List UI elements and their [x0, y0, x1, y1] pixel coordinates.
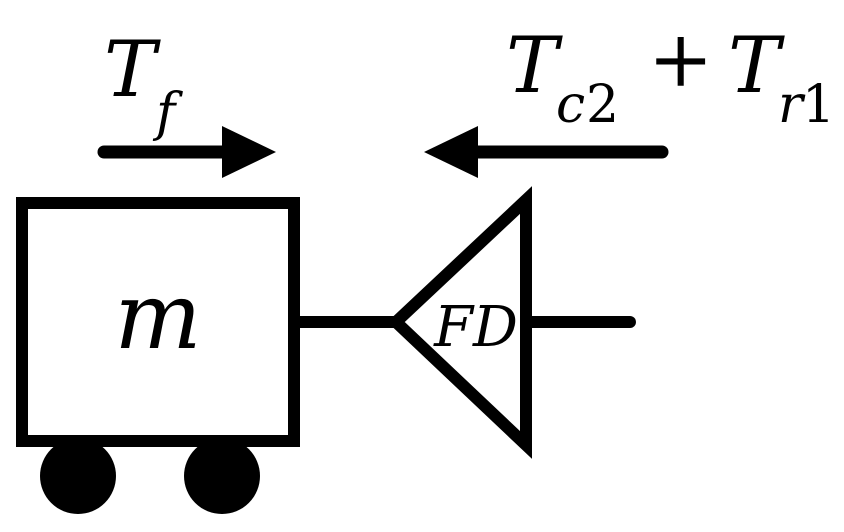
- label-tf: T f: [104, 25, 183, 143]
- label-tc2-subscript-letter: c: [556, 75, 585, 135]
- label-tf-main: T: [104, 25, 161, 115]
- label-tc2-plus-tr1: T c 2 + T r 1: [506, 15, 835, 135]
- label-tr1-subscript-number: 1: [802, 75, 835, 135]
- arrow-left-head: [424, 126, 478, 178]
- label-tc2-main: T: [506, 21, 563, 111]
- fd-element: FD: [387, 186, 532, 459]
- fd-label: FD: [433, 295, 518, 360]
- wheel-right: [184, 438, 260, 514]
- arrow-right-head: [222, 126, 276, 178]
- label-tr1-main: T: [728, 21, 785, 111]
- arrow-left: [424, 126, 669, 178]
- label-tc2-subscript-number: 2: [586, 75, 619, 135]
- mass-block: m: [16, 197, 300, 447]
- label-tr1-subscript-letter: r: [778, 75, 806, 135]
- wheel-left: [40, 438, 116, 514]
- arrow-right: [97, 126, 276, 178]
- mass-label: m: [114, 263, 201, 370]
- label-tf-subscript: f: [152, 83, 183, 143]
- label-plus: +: [648, 15, 713, 105]
